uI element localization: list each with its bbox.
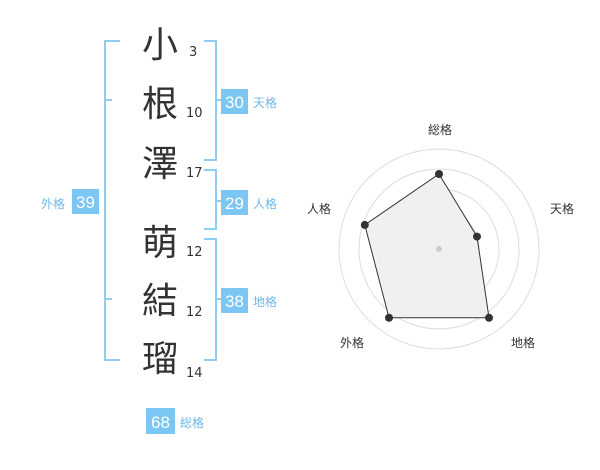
chikaku-value: 38 bbox=[225, 292, 244, 311]
radar-polygon bbox=[364, 173, 490, 319]
soukaku-label: 総格 bbox=[180, 415, 204, 430]
radar-label-jinkaku: 人格 bbox=[307, 201, 331, 216]
name-char-1: 小 bbox=[142, 25, 178, 66]
radar-point-4 bbox=[385, 313, 393, 322]
name-char-4: 萌 bbox=[142, 223, 178, 264]
gaikaku-badge: 外格 39 bbox=[41, 189, 99, 214]
radar-label-soukaku: 総格 bbox=[428, 122, 452, 137]
gaikaku-bracket bbox=[104, 40, 120, 361]
stroke-count-3: 17 bbox=[186, 166, 203, 181]
name-char-3: 澤 bbox=[142, 144, 178, 185]
tenkaku-label: 天格 bbox=[253, 95, 277, 110]
jinkaku-bracket bbox=[204, 169, 222, 230]
jinkaku-value: 29 bbox=[225, 194, 244, 213]
tenkaku-badge: 30 天格 bbox=[221, 89, 277, 114]
name-char-5: 結 bbox=[142, 281, 178, 322]
radar-point-5 bbox=[360, 220, 369, 229]
radar-chart: 総格 天格 地格 外格 人格 bbox=[307, 122, 574, 350]
jinkaku-badge: 29 人格 bbox=[221, 190, 277, 215]
gaikaku-value: 39 bbox=[76, 193, 95, 212]
stroke-count-1: 3 bbox=[189, 45, 197, 60]
radar-point-1 bbox=[435, 170, 443, 178]
name-char-2: 根 bbox=[142, 84, 178, 125]
chikaku-label: 地格 bbox=[253, 294, 277, 309]
radar-label-chikaku: 地格 bbox=[511, 335, 535, 350]
radar-ring-4 bbox=[358, 168, 520, 330]
soukaku-value: 68 bbox=[151, 413, 170, 432]
stroke-counts: 3 10 17 12 12 14 bbox=[186, 45, 203, 381]
name-char-6: 瑠 bbox=[142, 339, 178, 380]
tenkaku-bracket bbox=[204, 40, 222, 161]
tenkaku-value: 30 bbox=[225, 93, 244, 112]
radar-point-2 bbox=[473, 232, 481, 241]
gaikaku-label: 外格 bbox=[41, 196, 65, 211]
radar-ring-outer bbox=[338, 148, 540, 350]
radar-label-gaikaku: 外格 bbox=[340, 335, 364, 350]
radar-point-3 bbox=[485, 313, 493, 322]
stroke-count-2: 10 bbox=[186, 106, 203, 121]
radar-points bbox=[360, 170, 493, 322]
radar-center-dot bbox=[436, 246, 442, 252]
chikaku-badge: 38 地格 bbox=[221, 288, 277, 313]
jinkaku-label: 人格 bbox=[253, 196, 277, 211]
stroke-count-5: 12 bbox=[186, 305, 203, 320]
stroke-count-4: 12 bbox=[186, 245, 203, 260]
chikaku-bracket bbox=[204, 238, 222, 361]
brackets bbox=[104, 40, 222, 361]
stroke-count-6: 14 bbox=[186, 366, 203, 381]
soukaku-badge: 68 総格 bbox=[146, 408, 204, 434]
radar-label-tenkaku: 天格 bbox=[550, 201, 574, 216]
fortune-badges: 30 天格 29 人格 38 地格 外格 39 68 総格 bbox=[41, 89, 277, 434]
name-characters: 小 根 澤 萌 結 瑠 bbox=[142, 25, 178, 380]
